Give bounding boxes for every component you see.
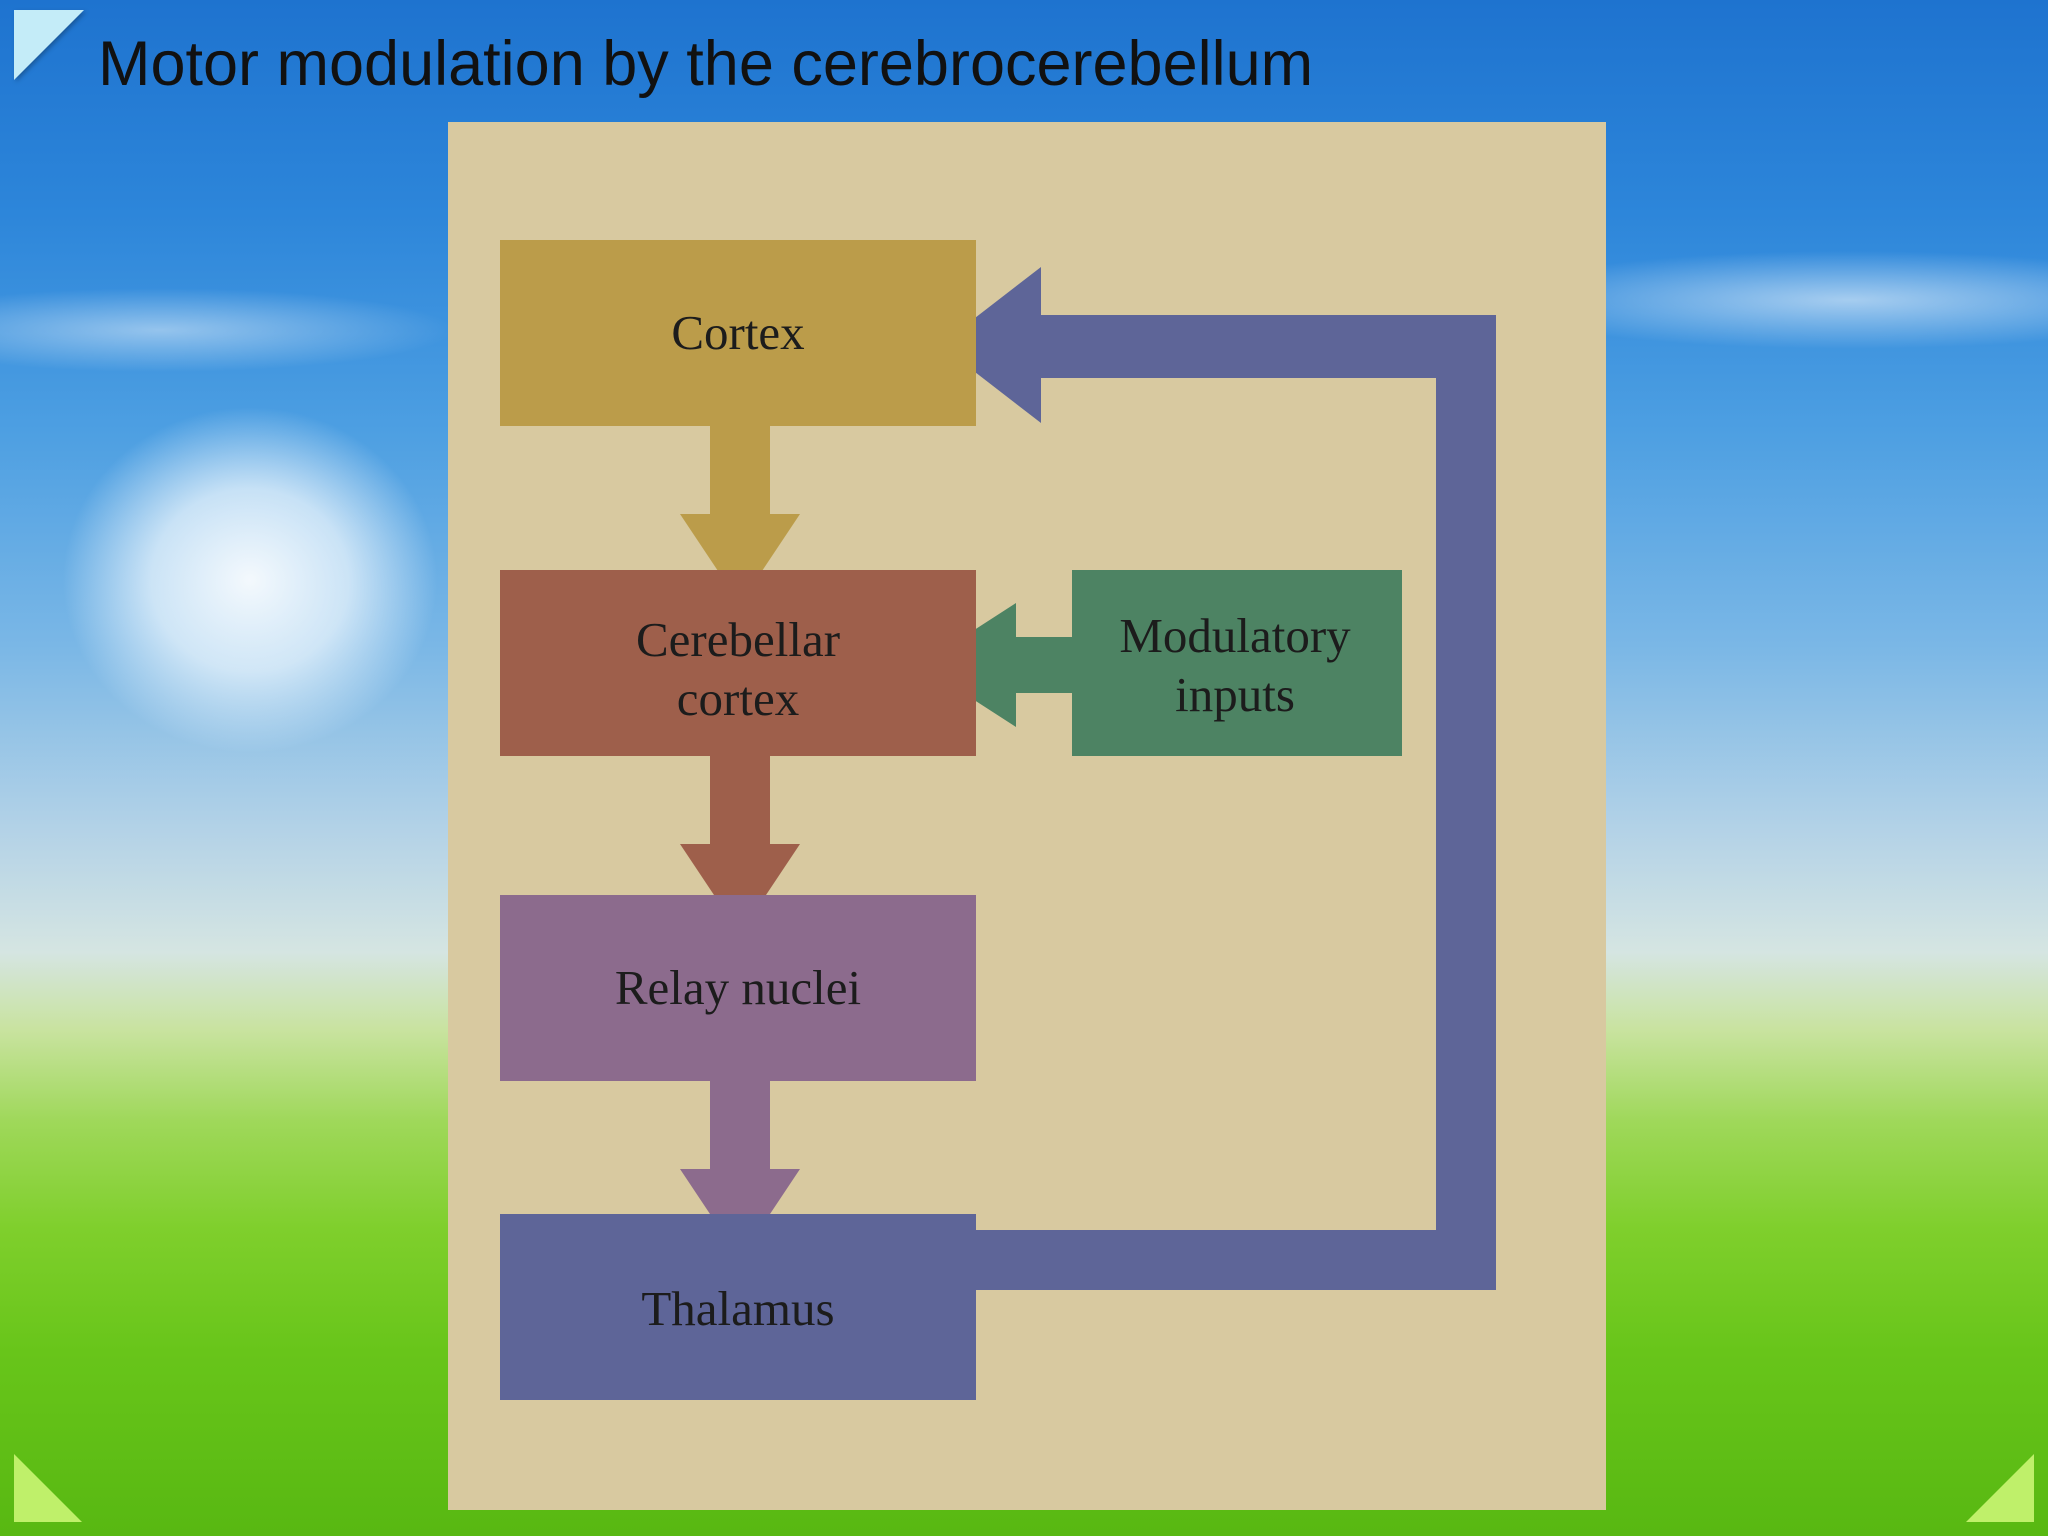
node-modulatory-inputs-label-line1: Modulatory [1119, 608, 1351, 663]
arrow-cortex-to-cerebellar [680, 424, 800, 604]
node-cerebellar-cortex-label-line1: Cerebellar [636, 612, 840, 667]
node-relay-nuclei: Relay nuclei [500, 895, 976, 1081]
diagram-canvas: Cortex Cerebellar cortex Modulatory inpu… [448, 122, 1606, 1510]
node-cerebellar-cortex: Cerebellar cortex [500, 570, 976, 756]
arrow-modulatory-to-cerebellar [920, 603, 1075, 727]
node-cerebellar-cortex-label-line2: cortex [677, 671, 799, 726]
corner-triangle-bottom-right [1966, 1454, 2034, 1522]
arrow-thalamus-to-cortex [940, 267, 1496, 1290]
corner-triangle-bottom-left [14, 1454, 82, 1522]
node-cortex-label: Cortex [671, 305, 804, 360]
corner-triangle-top-left [14, 10, 84, 80]
node-thalamus-label: Thalamus [641, 1281, 834, 1336]
slide-title: Motor modulation by the cerebrocerebellu… [98, 29, 1314, 99]
node-cortex: Cortex [500, 240, 976, 426]
node-relay-nuclei-label: Relay nuclei [615, 960, 861, 1015]
node-modulatory-inputs-label-line2: inputs [1175, 667, 1295, 722]
node-thalamus: Thalamus [500, 1214, 976, 1400]
cerebellum-diagram: Cortex Cerebellar cortex Modulatory inpu… [448, 122, 1606, 1510]
arrow-cerebellar-to-relay [680, 754, 800, 934]
node-modulatory-inputs: Modulatory inputs [1072, 570, 1402, 756]
